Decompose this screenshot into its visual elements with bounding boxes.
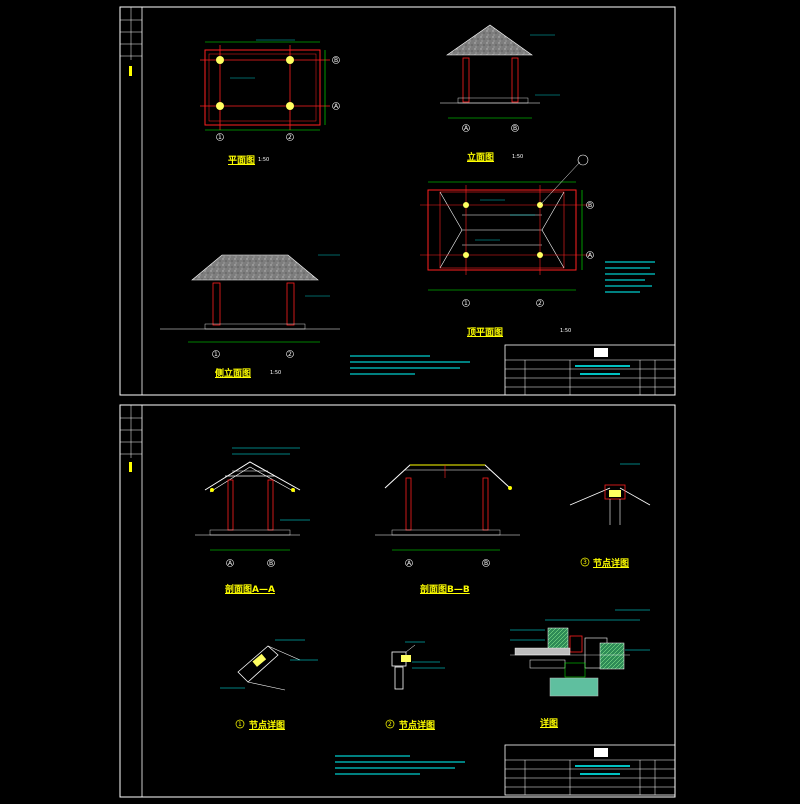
node-2-title: 节点详图 bbox=[399, 721, 436, 731]
sec-aa-grid-a: A bbox=[228, 560, 233, 567]
plan-grid-2: 2 bbox=[288, 134, 292, 141]
roof-grid-1: 1 bbox=[464, 300, 468, 307]
node-1-number: 1 bbox=[238, 721, 242, 728]
top-notes bbox=[350, 261, 655, 375]
section-bb-title: 剖面图B—B bbox=[420, 585, 470, 595]
top-sheet-frame bbox=[119, 6, 676, 396]
node-3-number: 3 bbox=[583, 559, 587, 566]
sec-bb-grid-b: B bbox=[484, 560, 489, 567]
foundation-detail bbox=[510, 609, 650, 697]
top-binding-strip bbox=[119, 6, 143, 396]
roof-grid-b: B bbox=[588, 202, 593, 209]
side-elevation-scale: 1:50 bbox=[270, 370, 282, 376]
sec-aa-grid-b: B bbox=[269, 560, 274, 567]
sheet-bottom bbox=[119, 404, 676, 798]
node-3-title: 节点详图 bbox=[593, 559, 630, 569]
roof-plan-title: 顶平面图 bbox=[467, 328, 504, 338]
node-2-number: 2 bbox=[388, 721, 392, 728]
plan-view bbox=[200, 39, 340, 141]
side-elevation-title: 侧立面图 bbox=[215, 369, 252, 379]
side-grid-2: 2 bbox=[288, 351, 292, 358]
sheet-top bbox=[119, 6, 676, 396]
section-aa-title: 剖面图A—A bbox=[225, 585, 275, 595]
roof-plan bbox=[420, 154, 594, 307]
side-grid-1: 1 bbox=[214, 351, 218, 358]
section-bb bbox=[375, 464, 520, 567]
node-3-detail bbox=[569, 463, 651, 567]
foundation-detail-title: 详图 bbox=[540, 719, 559, 729]
plan-grid-b: B bbox=[334, 57, 339, 64]
front-grid-b: B bbox=[513, 125, 518, 132]
plan-view-title: 平面图 bbox=[228, 156, 256, 166]
plan-grid-a: A bbox=[334, 103, 339, 110]
sec-bb-grid-a: A bbox=[407, 560, 412, 567]
bottom-title-block bbox=[504, 744, 676, 796]
front-elevation-title: 立面图 bbox=[467, 153, 495, 163]
front-elevation bbox=[440, 24, 560, 132]
section-aa bbox=[195, 447, 310, 567]
plan-view-scale: 1:50 bbox=[258, 157, 270, 163]
roof-grid-2: 2 bbox=[538, 300, 542, 307]
node-2-detail bbox=[385, 641, 445, 729]
side-elevation bbox=[160, 254, 340, 358]
plan-grid-1: 1 bbox=[218, 134, 222, 141]
front-grid-a: A bbox=[464, 125, 469, 132]
roof-plan-scale: 1:50 bbox=[560, 328, 572, 334]
bottom-notes bbox=[335, 755, 465, 775]
front-elevation-scale: 1:50 bbox=[512, 154, 524, 160]
bottom-sheet-frame bbox=[119, 404, 676, 798]
node-1-detail bbox=[220, 639, 318, 729]
roof-grid-a: A bbox=[588, 252, 593, 259]
node-1-title: 节点详图 bbox=[249, 721, 286, 731]
top-title-block bbox=[504, 344, 676, 396]
